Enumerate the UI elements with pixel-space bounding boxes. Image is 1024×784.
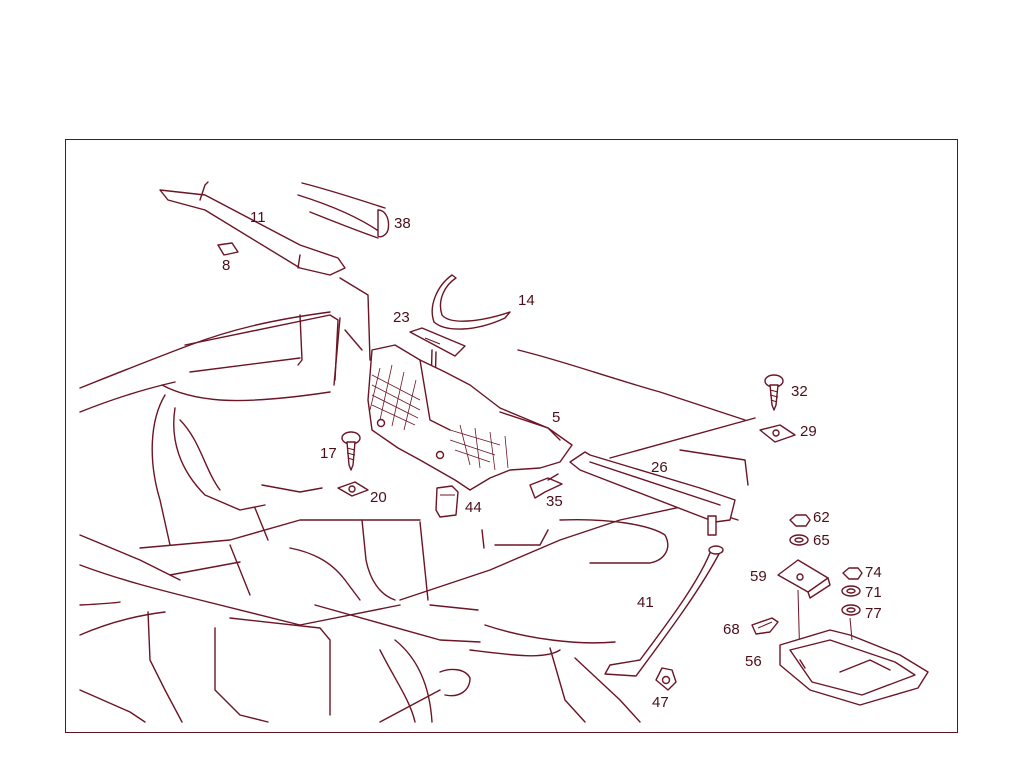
vehicle-body-structure (79, 311, 749, 723)
label-11: 11 (250, 209, 266, 226)
label-20: 20 (370, 489, 387, 506)
label-23: 23 (393, 309, 410, 326)
label-35: 35 (546, 493, 563, 510)
label-44: 44 (465, 499, 482, 516)
part-32-screw (764, 374, 784, 411)
label-14: 14 (518, 292, 535, 309)
part-38-cowl-cover (297, 182, 390, 239)
label-29: 29 (800, 423, 817, 440)
part-44-grommet (435, 485, 459, 518)
part-11-cowl-seal (159, 181, 371, 361)
part-26-cover-strip (569, 417, 756, 536)
part-68-clamp (751, 617, 779, 635)
label-77: 77 (865, 605, 882, 622)
label-38: 38 (394, 215, 411, 232)
label-17: 17 (320, 445, 337, 462)
part-74-nut (842, 567, 863, 580)
label-62: 62 (813, 509, 830, 526)
part-20-clip-nut (337, 481, 369, 497)
part-labels: 11 38 8 14 23 5 32 29 17 20 44 35 26 62 … (222, 209, 882, 711)
label-71: 71 (865, 584, 882, 601)
label-8: 8 (222, 257, 230, 274)
label-74: 74 (865, 564, 882, 581)
label-68: 68 (723, 621, 740, 638)
part-65-washer (789, 534, 809, 546)
label-59: 59 (750, 568, 767, 585)
part-17-screw (341, 431, 361, 471)
part-71-washer (841, 585, 861, 597)
label-65: 65 (813, 532, 830, 549)
label-56: 56 (745, 653, 762, 670)
label-41: 41 (637, 594, 654, 611)
part-5-intake-housing (367, 344, 573, 491)
part-56-tray (779, 617, 929, 706)
part-47-hose-clip (655, 667, 677, 691)
label-5: 5 (552, 409, 560, 426)
part-35-clip (529, 473, 563, 499)
part-8-clip (217, 242, 239, 256)
label-26: 26 (651, 459, 668, 476)
part-77-washer (841, 604, 861, 616)
label-32: 32 (791, 383, 808, 400)
label-47: 47 (652, 694, 669, 711)
part-62-nut (789, 514, 811, 527)
part-41-drain-hose (604, 545, 724, 677)
part-29-clip-nut (759, 424, 796, 443)
part-14-arc-seal (431, 274, 511, 330)
